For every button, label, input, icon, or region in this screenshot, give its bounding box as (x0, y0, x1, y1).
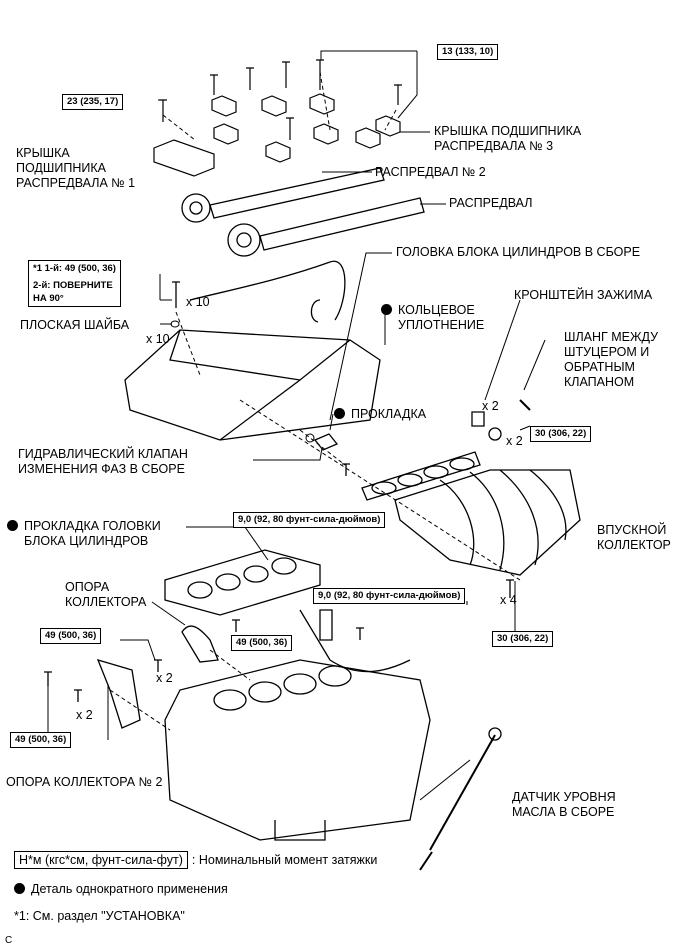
label-camshaft: РАСПРЕДВАЛ (449, 196, 533, 210)
label-dipstick-line2: МАСЛА В СБОРЕ (512, 805, 615, 819)
torque-box-head-bolt: *1 1-й: 49 (500, 36) 2-й: ПОВЕРНИТЕ НА 9… (28, 260, 121, 307)
label-head-gasket-line1: ПРОКЛАДКА ГОЛОВКИ (7, 519, 161, 534)
label-hose-line1: ШЛАНГ МЕЖДУ (564, 330, 659, 344)
label-head-gasket-text1: ПРОКЛАДКА ГОЛОВКИ (24, 519, 161, 533)
label-stay-line2: КОЛЛЕКТОРА (65, 595, 147, 609)
label-cylinder-head: ГОЛОВКА БЛОКА ЦИЛИНДРОВ В СБОРЕ (396, 245, 641, 259)
label-hose-line4: КЛАПАНОМ (564, 375, 635, 389)
torque-box-9-fuel: 9,0 (92, 80 фунт-сила-дюймов) (313, 588, 466, 604)
qty-x2-stay: x 2 (156, 671, 173, 685)
label-o-ring: КОЛЬЦЕВОЕ УПЛОТНЕНИЕ (381, 303, 484, 333)
qty-x2-nut: x 2 (506, 434, 523, 448)
label-cap1-line1: КРЫШКА (16, 146, 70, 160)
torque-box-9-ocv: 9,0 (92, 80 фунт-сила-дюймов) (233, 512, 386, 528)
label-cap3-line1: КРЫШКА ПОДШИПНИКА (434, 124, 582, 138)
label-cap1-line3: РАСПРЕДВАЛА № 1 (16, 176, 136, 190)
single-use-dot (381, 304, 392, 315)
qty-x10-bolts: x 10 (186, 295, 210, 309)
label-stay-line1: ОПОРА (65, 580, 110, 594)
torque-box-49-stay-right: 49 (500, 36) (231, 635, 293, 651)
label-dipstick-line1: ДАТЧИК УРОВНЯ (512, 790, 616, 804)
torque-box-30-manifold: 30 (306, 22) (492, 631, 554, 647)
label-o-ring-text1: КОЛЬЦЕВОЕ (398, 303, 475, 317)
label-ocv-line2: ИЗМЕНЕНИЯ ФАЗ В СБОРЕ (18, 462, 185, 476)
label-dipstick: ДАТЧИК УРОВНЯ МАСЛА В СБОРЕ (512, 790, 616, 820)
label-plain-washer: ПЛОСКАЯ ШАЙБА (20, 318, 130, 332)
single-use-dot (7, 520, 18, 531)
single-use-dot (14, 883, 25, 894)
legend-torque-unit: Н*м (кгс*см, фунт-сила-фут) (14, 851, 188, 869)
label-camshaft-2: РАСПРЕДВАЛ № 2 (375, 165, 486, 179)
label-cap1: КРЫШКА ПОДШИПНИКА РАСПРЕДВАЛА № 1 (16, 146, 135, 191)
qty-x4-bolts: x 4 (500, 593, 517, 607)
label-o-ring-line2: УПЛОТНЕНИЕ (398, 318, 485, 332)
qty-x2-stay2: x 2 (76, 708, 93, 722)
label-intake-manifold: ВПУСКНОЙ КОЛЛЕКТОР (597, 523, 671, 553)
label-hose: ШЛАНГ МЕЖДУ ШТУЦЕРОМ И ОБРАТНЫМ КЛАПАНОМ (564, 330, 658, 390)
torque-box-13: 13 (133, 10) (437, 44, 499, 60)
label-cap3: КРЫШКА ПОДШИПНИКА РАСПРЕДВАЛА № 3 (434, 124, 581, 154)
legend-note: *1: См. раздел "УСТАНОВКА" (14, 909, 185, 923)
legend-torque-desc: : Номинальный момент затяжки (191, 853, 378, 867)
label-gasket-text: ПРОКЛАДКА (351, 407, 427, 421)
label-hose-line3: ОБРАТНЫМ (564, 360, 635, 374)
legend-single-use-text: Деталь однократного применения (31, 882, 228, 896)
qty-x10-washers: x 10 (146, 332, 170, 346)
label-hose-line2: ШТУЦЕРОМ И (564, 345, 650, 359)
torque-box-49-stay: 49 (500, 36) (40, 628, 102, 644)
legend-torque: Н*м (кгс*см, фунт-сила-фут): Номинальный… (14, 851, 378, 869)
legend-single-use: Деталь однократного применения (14, 882, 228, 896)
label-intake-line2: КОЛЛЕКТОР (597, 538, 671, 552)
label-head-gasket-line2: БЛОКА ЦИЛИНДРОВ (24, 534, 149, 548)
torque-box-49-stay2: 49 (500, 36) (10, 732, 72, 748)
label-ocv-line1: ГИДРАВЛИЧЕСКИЙ КЛАПАН (18, 447, 188, 461)
torque-box-head-bolt-line3: НА 90° (33, 293, 64, 304)
torque-box-23: 23 (235, 17) (62, 94, 124, 110)
label-manifold-stay-2: ОПОРА КОЛЛЕКТОРА № 2 (6, 775, 163, 789)
torque-box-head-bolt-line2: 2-й: ПОВЕРНИТЕ (33, 280, 113, 291)
label-intake-line1: ВПУСКНОЙ (597, 523, 667, 537)
torque-box-30-nut: 30 (306, 22) (530, 426, 592, 442)
qty-x2-bracket: x 2 (482, 399, 499, 413)
label-ocv: ГИДРАВЛИЧЕСКИЙ КЛАПАН ИЗМЕНЕНИЯ ФАЗ В СБ… (18, 447, 188, 477)
label-head-gasket: ПРОКЛАДКА ГОЛОВКИ БЛОКА ЦИЛИНДРОВ (7, 519, 161, 549)
torque-box-head-bolt-line1: *1 1-й: 49 (500, 36) (33, 263, 116, 274)
label-cap1-line2: ПОДШИПНИКА (16, 161, 106, 175)
label-o-ring-line1: КОЛЬЦЕВОЕ (381, 303, 484, 318)
corner-code: C (5, 935, 13, 946)
label-cap3-line2: РАСПРЕДВАЛА № 3 (434, 139, 554, 153)
single-use-dot (334, 408, 345, 419)
label-clamp-bracket: КРОНШТЕЙН ЗАЖИМА (514, 288, 653, 302)
label-gasket: ПРОКЛАДКА (334, 407, 426, 422)
label-manifold-stay: ОПОРА КОЛЛЕКТОРА (65, 580, 146, 610)
